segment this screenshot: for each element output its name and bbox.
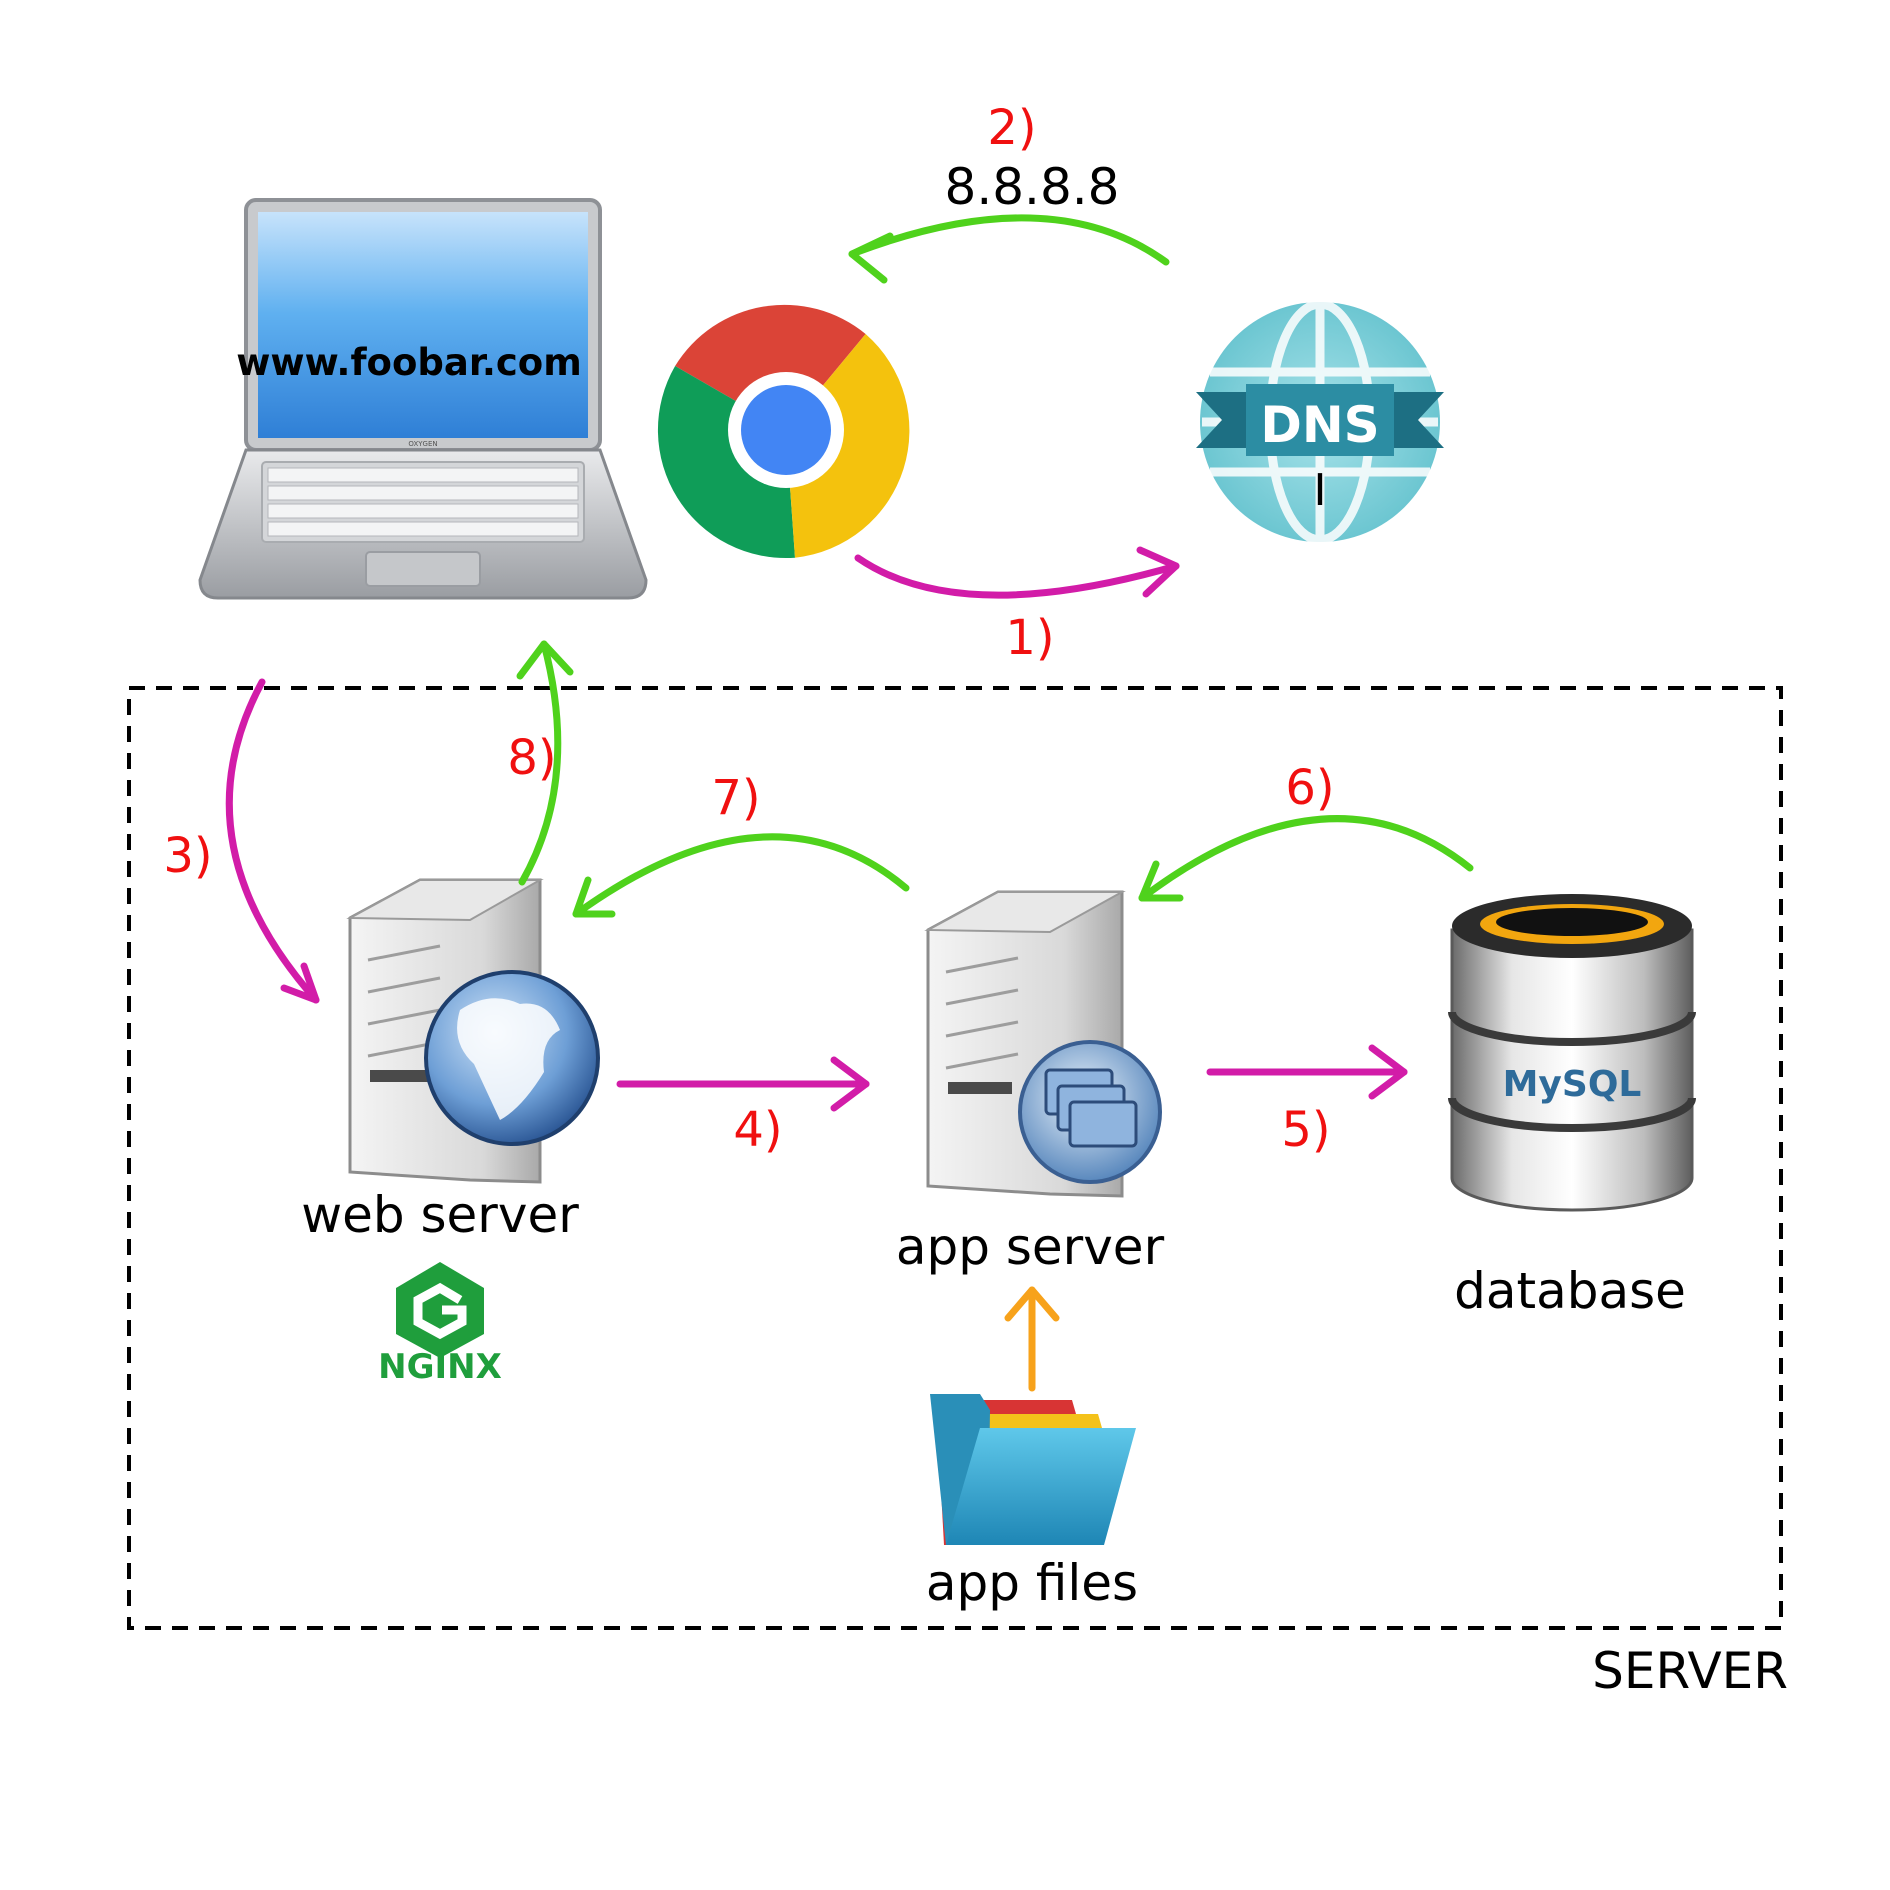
step-label-4: 4) xyxy=(733,1102,782,1158)
web-server-label: web server xyxy=(301,1186,579,1244)
step-label-7: 7) xyxy=(711,770,760,826)
step-label-8: 8) xyxy=(507,730,556,786)
arrow-step-4 xyxy=(616,1056,870,1112)
step-label-3: 3) xyxy=(163,828,212,884)
dns-title: DNS xyxy=(1260,396,1379,454)
nginx-logo xyxy=(396,1262,484,1358)
arrow-step-7 xyxy=(572,833,910,918)
server-boundary xyxy=(127,686,1783,1630)
app-files-label: app files xyxy=(926,1554,1138,1612)
server-box-label: SERVER xyxy=(1592,1642,1788,1700)
step-label-1: 1) xyxy=(1005,610,1054,666)
dns-cursor-glyph: I xyxy=(1314,465,1327,516)
app-server-label: app server xyxy=(896,1218,1165,1276)
app-files-folder-icon xyxy=(930,1394,1136,1545)
arrow-step-3 xyxy=(225,678,320,1004)
browser-url-text: www.foobar.com xyxy=(236,341,582,384)
dns-globe-icon xyxy=(1196,299,1444,545)
arrow-step-5 xyxy=(1206,1044,1408,1100)
step-label-5: 5) xyxy=(1281,1102,1330,1158)
mysql-logo-text: MySQL xyxy=(1503,1064,1642,1105)
laptop-icon: OXYGEN xyxy=(198,198,648,600)
nginx-wordmark: NGINX xyxy=(378,1347,502,1387)
arrow-step-6 xyxy=(1138,815,1474,902)
dns-resolved-ip: 8.8.8.8 xyxy=(945,158,1120,216)
database-cylinder-icon xyxy=(1448,894,1696,1212)
arrow-app-files xyxy=(1004,1286,1060,1392)
step-label-2: 2) xyxy=(987,100,1036,156)
laptop-brand: OXYGEN xyxy=(408,440,437,448)
arrow-step-8 xyxy=(516,640,574,886)
database-label: database xyxy=(1454,1262,1686,1320)
arrow-step-1 xyxy=(854,546,1180,599)
arrow-step-2 xyxy=(848,214,1170,284)
step-label-6: 6) xyxy=(1285,760,1334,816)
chrome-browser-icon xyxy=(657,304,910,559)
app-server-icon xyxy=(924,890,1162,1198)
web-server-icon xyxy=(346,878,600,1184)
